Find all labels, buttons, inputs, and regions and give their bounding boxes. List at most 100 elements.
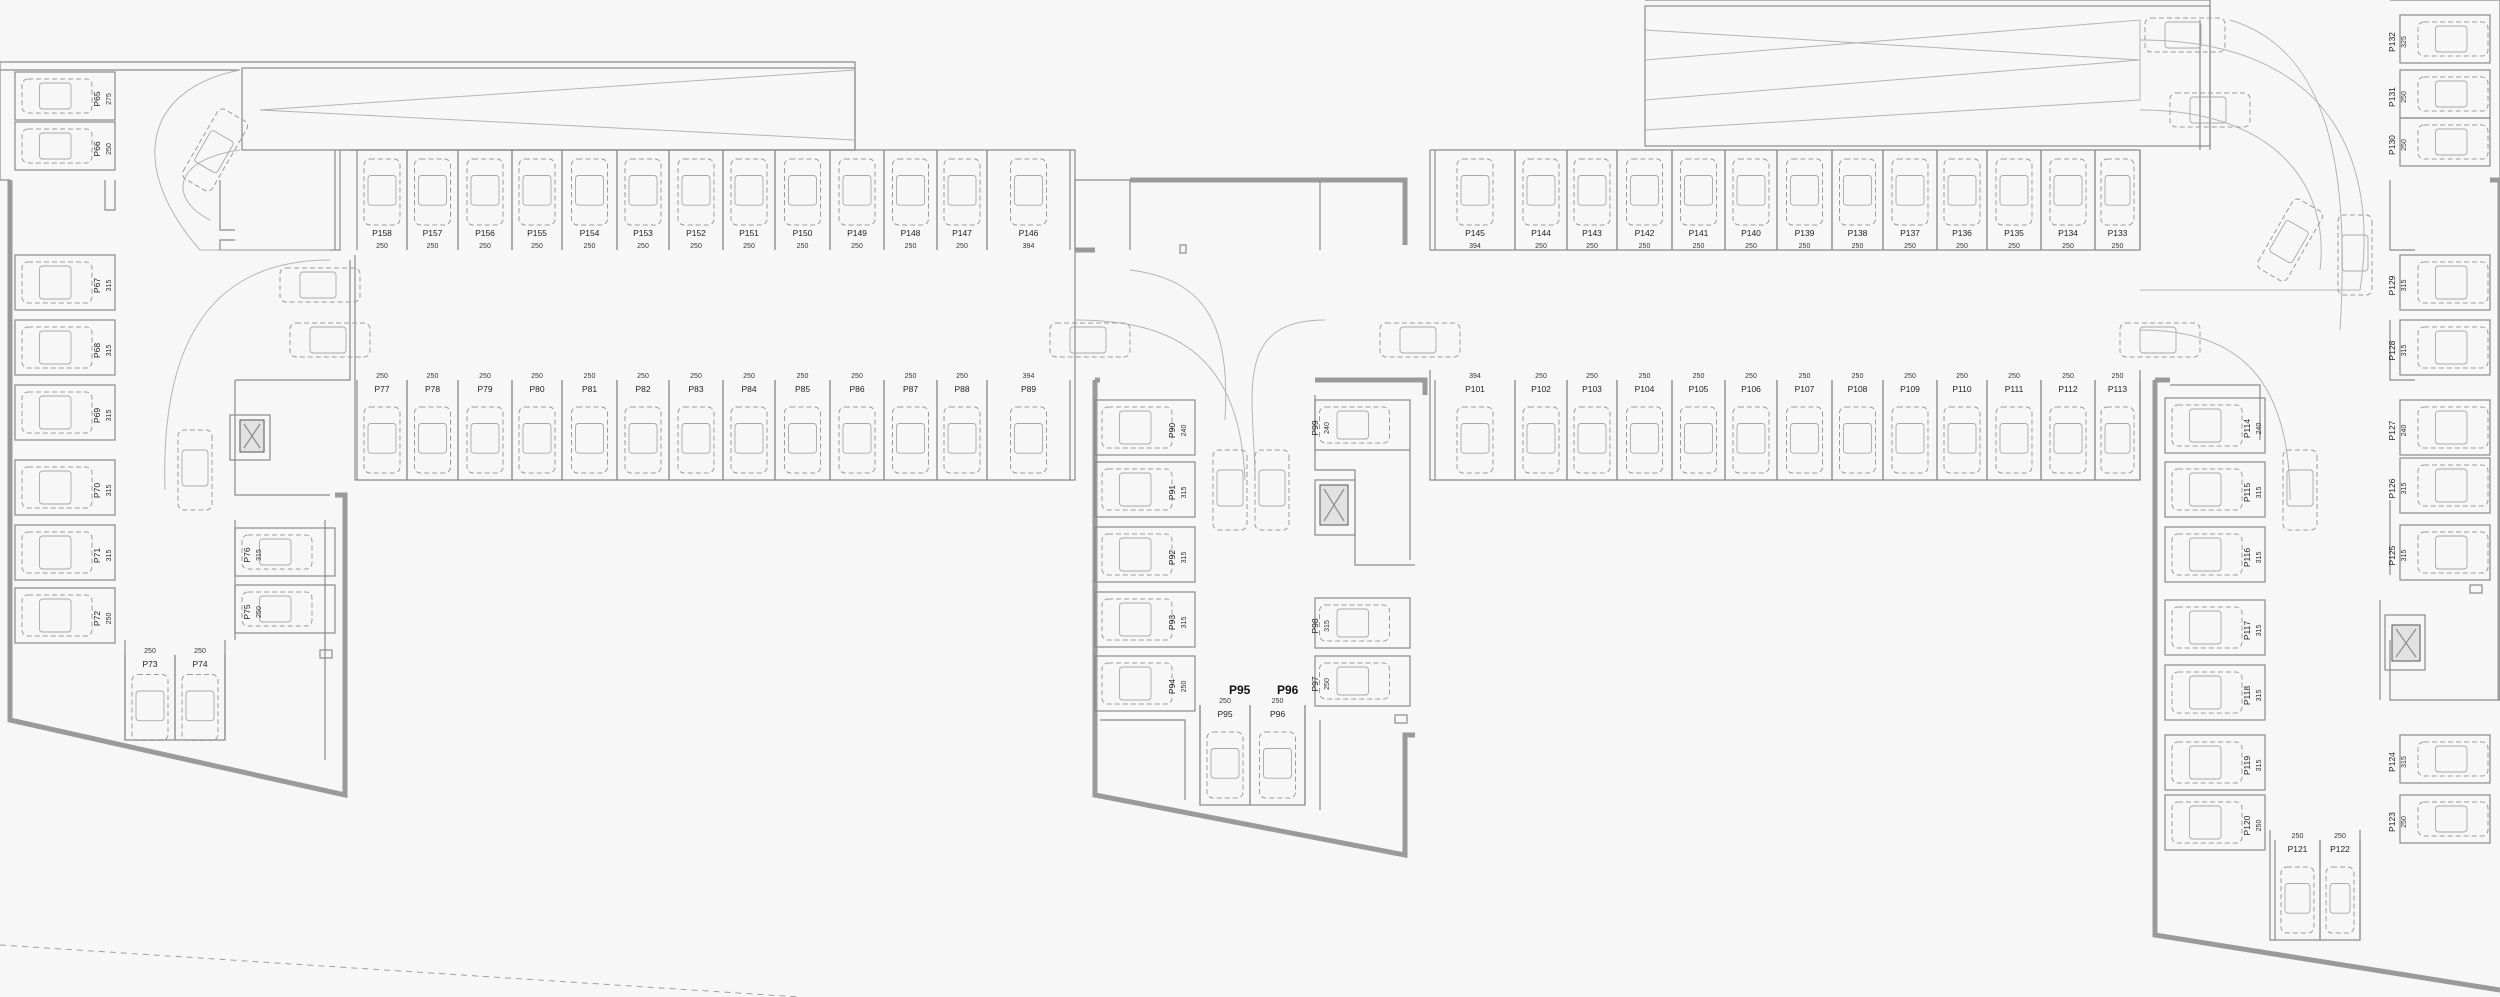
space-label: P131 [2387, 87, 2397, 107]
space-label: P143 [1582, 228, 1602, 238]
space-width: 250 [690, 243, 702, 250]
turning-car-markers [177, 17, 2373, 531]
space-width: 315 [106, 550, 113, 562]
space-label: P149 [847, 228, 867, 238]
space-label: P72 [92, 611, 102, 626]
space-label: P126 [2387, 478, 2397, 498]
parking-space-p151: P151 250 [722, 150, 776, 250]
parking-space-p72: P72 250 [14, 587, 116, 644]
space-label: P120 [2242, 815, 2252, 835]
space-width: 240 [1181, 425, 1188, 437]
space-width: 394 [1469, 243, 1481, 250]
space-width: 250 [376, 243, 388, 250]
turning-car [1254, 449, 1290, 531]
space-label: P95 [1217, 709, 1232, 719]
parking-space-p146: P146 394 [986, 150, 1071, 250]
space-label: P148 [901, 228, 921, 238]
space-width: 250 [1745, 243, 1757, 250]
space-width: 250 [2256, 820, 2263, 832]
space-label: P98 [1310, 618, 1320, 633]
space-label: P68 [92, 343, 102, 358]
space-width: 315 [2401, 345, 2408, 357]
space-label: P146 [1019, 228, 1039, 238]
space-label: P91 [1167, 485, 1177, 500]
space-label: P151 [739, 228, 759, 238]
turning-car [2337, 214, 2373, 296]
space-width: 250 [743, 243, 755, 250]
space-width: 315 [106, 485, 113, 497]
turning-car [1049, 322, 1131, 358]
space-width: 250 [1535, 373, 1547, 380]
space-label: P158 [372, 228, 392, 238]
parking-bays: P158250P157250P156250P155250P154250P1532… [14, 14, 2491, 940]
turning-car [1212, 449, 1248, 531]
space-label: P137 [1900, 228, 1920, 238]
space-width: 325 [2401, 36, 2408, 48]
space-label: P75 [242, 604, 252, 619]
space-label: P144 [1531, 228, 1551, 238]
label-p95-large: P95 [1229, 683, 1251, 697]
space-label: P116 [2242, 548, 2252, 567]
space-label: P83 [688, 384, 703, 394]
space-label: P86 [849, 384, 864, 394]
space-label: P71 [92, 548, 102, 563]
space-width: 394 [1469, 373, 1481, 380]
space-width: 315 [2256, 760, 2263, 772]
space-label: P129 [2387, 275, 2397, 295]
space-width: 315 [2401, 756, 2408, 768]
space-label: P110 [1952, 384, 1971, 394]
space-width: 394 [1023, 243, 1035, 250]
space-width: 250 [1852, 373, 1864, 380]
space-label: P119 [2242, 756, 2252, 775]
space-label: P150 [793, 228, 813, 238]
space-width: 315 [2256, 690, 2263, 702]
space-width: 250 [1956, 373, 1968, 380]
space-label: P79 [477, 384, 492, 394]
space-label: P69 [92, 408, 102, 423]
space-width: 250 [106, 613, 113, 625]
turning-car [177, 429, 213, 511]
space-label: P74 [192, 659, 207, 669]
space-width: 394 [1023, 373, 1035, 380]
space-width: 250 [2062, 243, 2074, 250]
space-label: P84 [741, 384, 756, 394]
space-width: 250 [637, 373, 649, 380]
space-width: 250 [1639, 373, 1651, 380]
space-label: P141 [1689, 228, 1709, 238]
space-width: 250 [851, 243, 863, 250]
